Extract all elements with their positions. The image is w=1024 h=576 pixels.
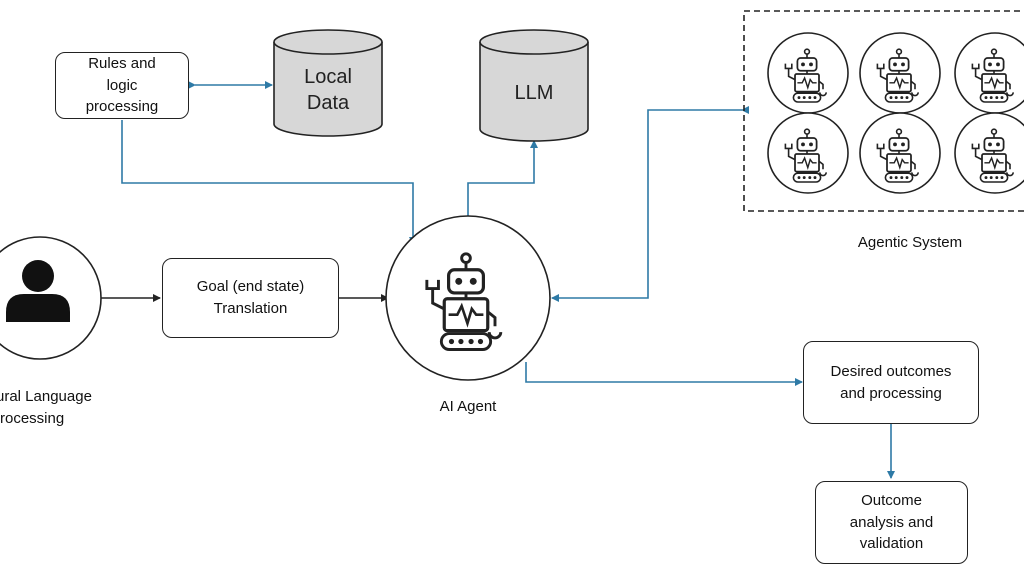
goal-line-1: Goal (end state): [196, 278, 305, 296]
arrow-agentic-agent: [551, 106, 749, 302]
agent-node-4: [767, 112, 849, 194]
local-data-line-1: Local: [304, 66, 352, 88]
rules-logic-box: Rules and logic processing: [55, 52, 189, 119]
ai-agent-circle: [385, 215, 551, 381]
nlp-label: ural Language Processing: [0, 386, 92, 430]
agent-node-1: [767, 32, 849, 114]
arrow-agent-desired: [525, 362, 803, 386]
goal-line-2: Translation: [213, 300, 288, 317]
person-icon: [6, 260, 70, 322]
llm-cylinder: [479, 29, 589, 142]
ai-agent-label: AI Agent: [439, 398, 497, 415]
desired-line-1: Desired outcomes: [830, 362, 952, 380]
desired-line-2: and processing: [840, 384, 942, 402]
agentic-system-container: [743, 10, 1024, 212]
agent-node-6: [954, 112, 1024, 194]
agent-node-2: [859, 32, 941, 114]
rules-line-1: Rules and: [88, 54, 156, 72]
rules-line-3: processing: [85, 98, 159, 116]
agentic-system-label: Agentic System: [857, 234, 963, 251]
arrow-agent-llm: [464, 140, 538, 237]
outcome-line-3: validation: [859, 535, 924, 553]
rules-line-2: logic: [106, 76, 138, 94]
goal-translation-box: Goal (end state) Translation: [162, 258, 339, 338]
local-data-cylinder: [273, 29, 383, 137]
person-circle: [0, 236, 102, 360]
nlp-line-1: ural Language: [0, 388, 92, 405]
agent-node-5: [859, 112, 941, 194]
agent-node-3: [954, 32, 1024, 114]
outcome-line-1: Outcome: [861, 491, 922, 509]
nlp-line-2: Processing: [0, 409, 65, 427]
outcome-analysis-box: Outcome analysis and validation: [815, 481, 968, 564]
llm-label: LLM: [514, 82, 554, 104]
local-data-label: Local Data: [274, 64, 382, 116]
desired-outcomes-box: Desired outcomes and processing: [803, 341, 979, 424]
outcome-line-2: analysis and: [849, 513, 934, 531]
local-data-line-2: Data: [306, 92, 350, 114]
arrow-rules-agent: [121, 120, 417, 245]
